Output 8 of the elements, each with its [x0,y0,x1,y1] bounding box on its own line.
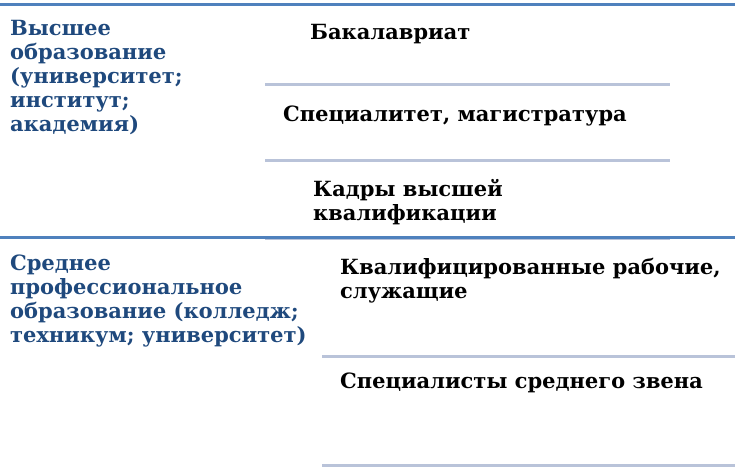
item-text: Бакалавриат [310,20,472,44]
category-heading: Среднее профессиональное образование (колледж; техникум; университет) [10,251,308,347]
item-text: Квалифицированные рабочие, служащие [340,255,722,303]
item-text: Специалитет, магистратура [283,102,628,126]
category-heading: Высшее образование (университет; институт; академия) [10,16,184,136]
item-text: Кадры высшей квалификации [313,177,504,225]
category-band [0,236,735,467]
item-text: Специалисты среднего звена [340,369,704,393]
